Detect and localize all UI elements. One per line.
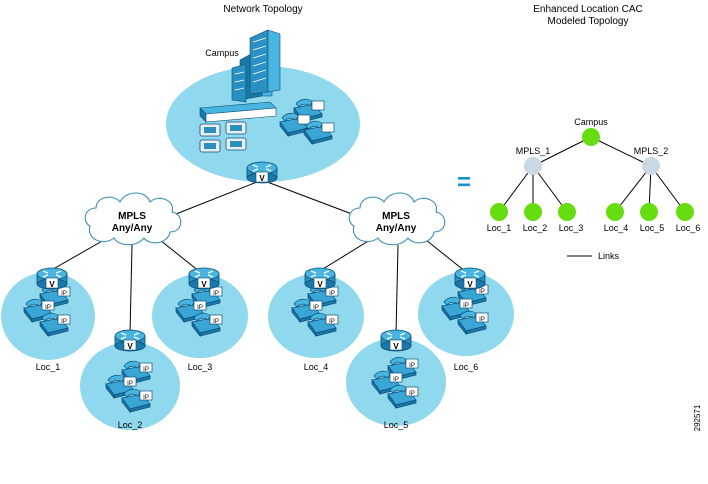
modeled-topology-title-line1: Enhanced Location CAC [533, 4, 643, 15]
mpls-cloud-1: MPLS Any/Any [84, 192, 182, 246]
equals-sign: = [457, 169, 471, 196]
router-badge: V [127, 342, 133, 351]
ip-badge: IP [45, 305, 51, 311]
modeled-node-loc6 [676, 203, 694, 221]
site-label: Loc_5 [384, 420, 409, 430]
ip-badge: IP [393, 377, 399, 383]
svg-text:MPLS: MPLS [118, 211, 146, 222]
modeled-label-campus: Campus [574, 117, 608, 127]
modeled-label-loc4: Loc_4 [604, 223, 629, 233]
ip-badge: IP [127, 381, 133, 387]
modeled-node-loc3 [558, 203, 576, 221]
ip-badge: IP [197, 305, 203, 311]
ip-badge: IP [329, 291, 335, 297]
ip-badge: IP [61, 319, 67, 325]
campus-buildings-icon [231, 29, 281, 103]
site-label: Loc_4 [304, 362, 329, 372]
site-label: Loc_1 [36, 362, 61, 372]
modeled-leaf-labels: Loc_1 Loc_2 Loc_3 Loc_4 Loc_5 Loc_6 [487, 223, 701, 233]
ip-badge: IP [61, 291, 67, 297]
campus-label: Campus [205, 48, 239, 58]
modeled-label-mpls1: MPLS_1 [516, 146, 551, 156]
modeled-label-loc1: Loc_1 [487, 223, 512, 233]
modeled-node-loc5 [640, 203, 658, 221]
site-label: Loc_2 [118, 420, 143, 430]
campus-server-icon [199, 101, 277, 123]
network-topology-title: Network Topology [223, 4, 302, 15]
modeled-node-loc2 [524, 203, 542, 221]
site-loc5: IP IP IP V Loc_5 [346, 329, 446, 430]
mpls-cloud-2: MPLS Any/Any [348, 192, 446, 246]
site-loc4: IP IP IP V Loc_4 [268, 267, 364, 372]
router-badge: V [393, 342, 399, 351]
ip-badge: IP [479, 289, 485, 295]
svg-text:Any/Any: Any/Any [376, 223, 417, 234]
legend-link-label: Links [598, 251, 620, 261]
site-loc2: IP IP IP V Loc_2 [80, 329, 180, 430]
ip-badge: IP [213, 319, 219, 325]
site-label: Loc_3 [188, 362, 213, 372]
ip-badge: IP [143, 367, 149, 373]
svg-text:V: V [259, 174, 265, 183]
router-badge: V [467, 280, 473, 289]
ip-badge: IP [213, 291, 219, 297]
modeled-node-loc4 [606, 203, 624, 221]
modeled-leaf-nodes [490, 203, 694, 221]
router-badge: V [201, 280, 207, 289]
ip-badge: IP [329, 319, 335, 325]
modeled-node-loc1 [490, 203, 508, 221]
modeled-label-loc3: Loc_3 [559, 223, 584, 233]
ip-badge: IP [143, 395, 149, 401]
site-loc6: IP IP IP V Loc_6 [418, 267, 514, 372]
ip-badge: IP [479, 317, 485, 323]
ip-badge: IP [409, 391, 415, 397]
modeled-label-loc2: Loc_2 [523, 223, 548, 233]
router-badge: V [317, 280, 323, 289]
modeled-node-campus [582, 128, 600, 146]
network-links [47, 179, 467, 335]
campus-site-area [166, 66, 360, 182]
ip-badge: IP [409, 363, 415, 369]
site-label: Loc_6 [454, 362, 479, 372]
svg-text:Any/Any: Any/Any [112, 223, 153, 234]
modeled-node-mpls1 [524, 157, 542, 175]
ip-badge: IP [463, 303, 469, 309]
campus-router-icon: V [246, 161, 278, 184]
modeled-label-loc6: Loc_6 [676, 223, 701, 233]
modeled-label-mpls2: MPLS_2 [634, 146, 669, 156]
modeled-topology-title-line2: Modeled Topology [548, 16, 629, 27]
router-badge: V [49, 280, 55, 289]
site-loc1: IP IP IP V Loc_1 [1, 267, 95, 372]
modeled-label-loc5: Loc_5 [640, 223, 665, 233]
svg-text:MPLS: MPLS [382, 211, 410, 222]
legend: Links [567, 251, 620, 261]
figure-id: 292571 [693, 404, 702, 431]
site-loc3: IP IP IP V Loc_3 [152, 267, 248, 372]
modeled-node-mpls2 [642, 157, 660, 175]
ip-badge: IP [313, 305, 319, 311]
